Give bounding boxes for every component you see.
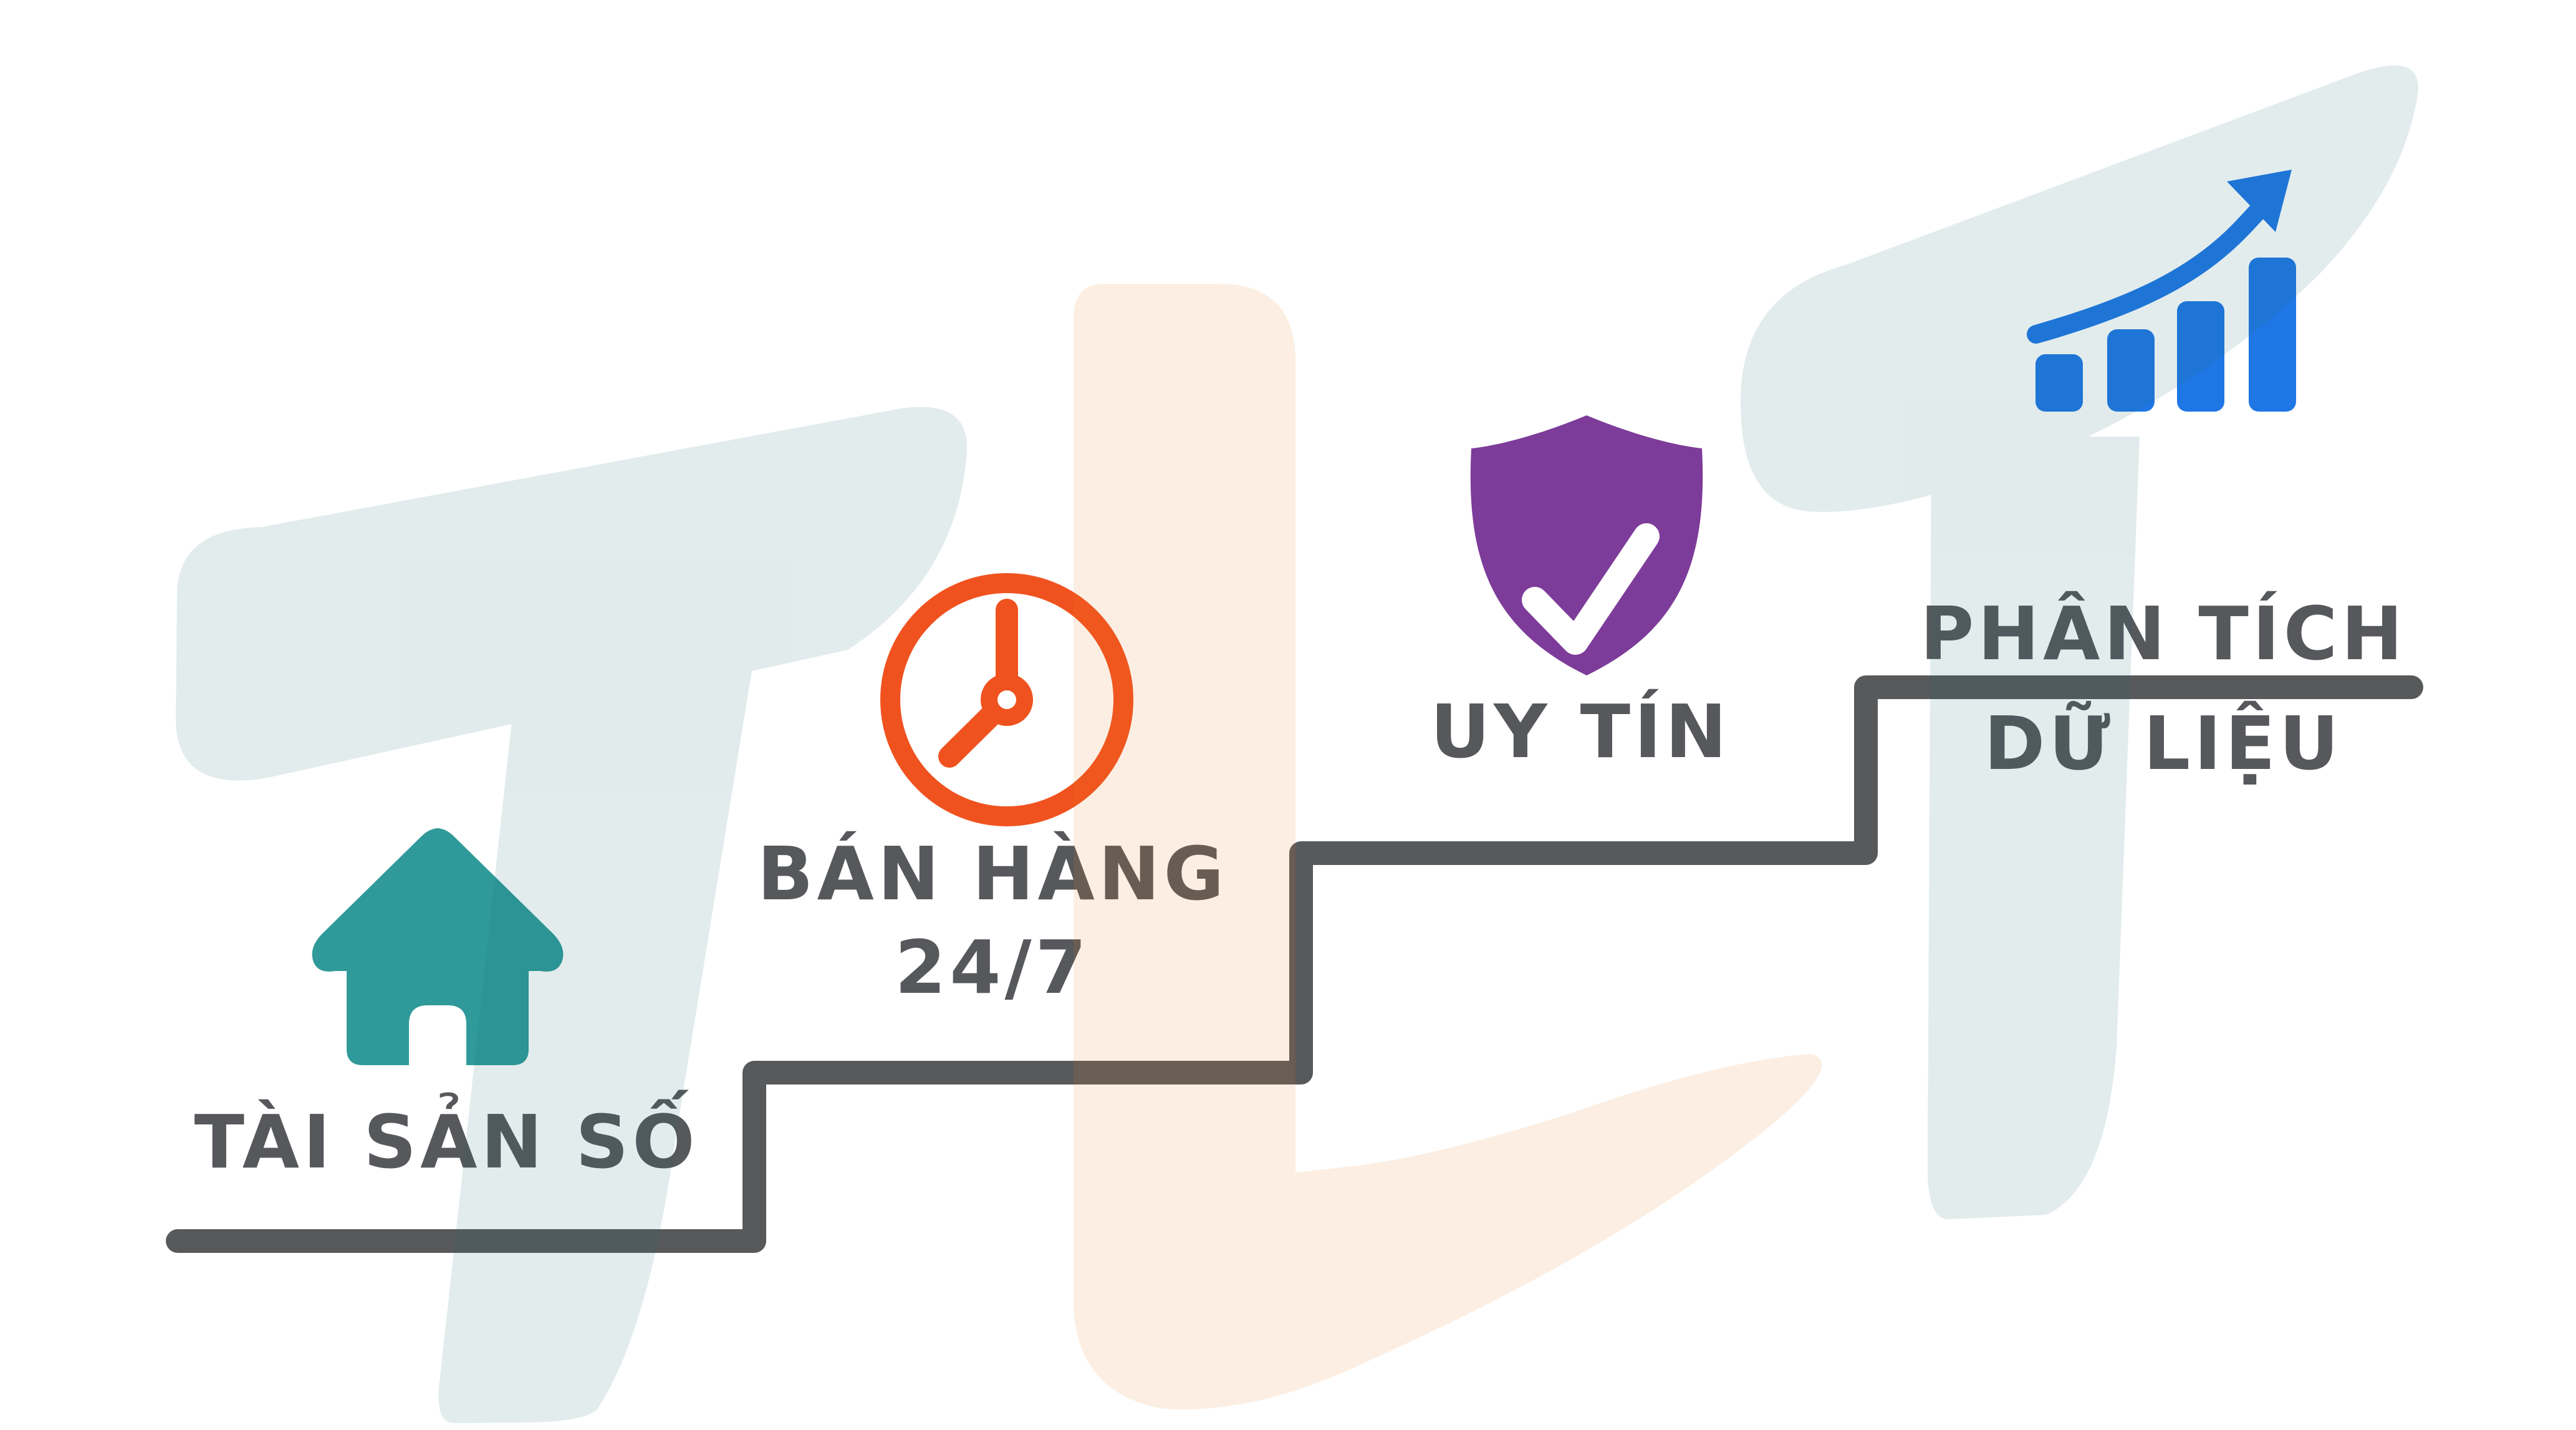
chart-bar-4 bbox=[2249, 258, 2296, 412]
growth-arrow-head bbox=[2227, 170, 2292, 232]
check-mark bbox=[1522, 523, 1660, 655]
step-label-phan-tich-du-lieu: PHÂN TÍCH DỮ LIỆU bbox=[1883, 579, 2444, 798]
step-label-ban-hang: BÁN HÀNG 24/7 bbox=[712, 827, 1273, 1014]
step-label-uy-tin: UY TÍN bbox=[1362, 687, 1799, 776]
chart-bar-3 bbox=[2177, 301, 2224, 412]
home-icon bbox=[312, 828, 564, 1065]
staircase-line bbox=[166, 675, 2423, 1253]
home-door bbox=[409, 1005, 466, 1065]
step-label-line: BÁN HÀNG bbox=[757, 831, 1228, 917]
clock-icon bbox=[880, 573, 1133, 826]
staircase-path bbox=[166, 675, 2423, 1253]
home-roof bbox=[312, 828, 564, 972]
shield-check-icon bbox=[1470, 415, 1703, 675]
step-label-line: DỮ LIỆU bbox=[1984, 700, 2343, 786]
step-label-line: PHÂN TÍCH bbox=[1920, 591, 2407, 677]
chart-bar-1 bbox=[2035, 354, 2083, 412]
chart-bar-2 bbox=[2107, 329, 2155, 412]
clock-ring bbox=[880, 573, 1133, 826]
clock-hub-hole bbox=[997, 690, 1016, 709]
step-label-tai-san-so: TÀI SẢN SỐ bbox=[166, 1098, 727, 1186]
step-label-line: UY TÍN bbox=[1430, 688, 1731, 775]
step-label-line: 24/7 bbox=[895, 924, 1090, 1010]
bar-chart-growth-icon bbox=[2027, 170, 2296, 412]
step-label-line: TÀI SẢN SỐ bbox=[194, 1099, 699, 1185]
